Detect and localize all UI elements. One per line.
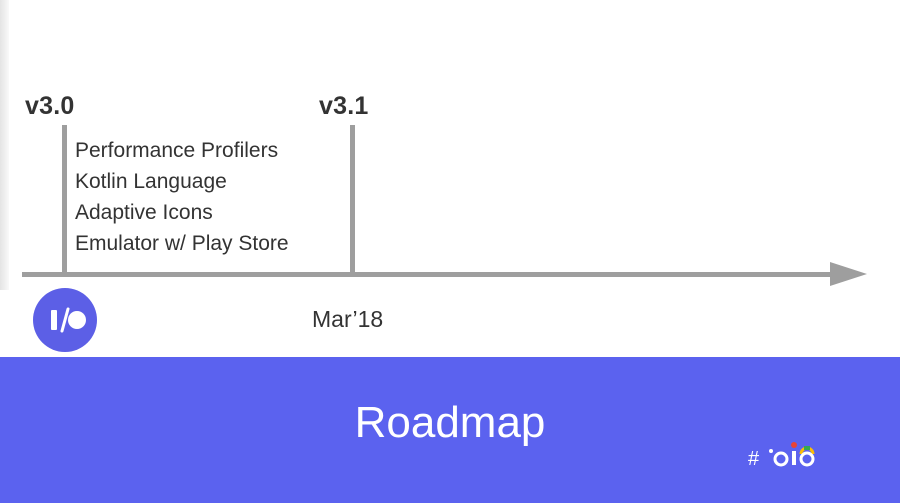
svg-text:#: #: [748, 448, 760, 470]
feature-item: Adaptive Icons: [75, 201, 213, 224]
title-banner: [0, 357, 900, 503]
io-logo-icon: [33, 288, 97, 352]
milestone-version-v30: v3.0: [25, 92, 75, 120]
milestone-marker-v30: [62, 125, 67, 275]
milestone-date-v31: Mar’18: [312, 306, 384, 332]
feature-item: Emulator w/ Play Store: [75, 232, 289, 255]
timeline-area: [0, 0, 900, 357]
timeline-arrow-icon: [830, 262, 867, 286]
milestone-marker-v31: [350, 125, 355, 275]
io-hashtag-logo: #: [748, 442, 815, 470]
slide-title: Roadmap: [354, 398, 546, 447]
feature-item: Performance Profilers: [75, 139, 279, 162]
feature-list: Performance Profilers Kotlin Language Ad…: [75, 135, 289, 259]
feature-item: Kotlin Language: [75, 170, 227, 193]
left-edge-shadow: [0, 0, 9, 290]
timeline-axis: [22, 272, 834, 277]
milestone-version-v31: v3.1: [319, 92, 369, 120]
